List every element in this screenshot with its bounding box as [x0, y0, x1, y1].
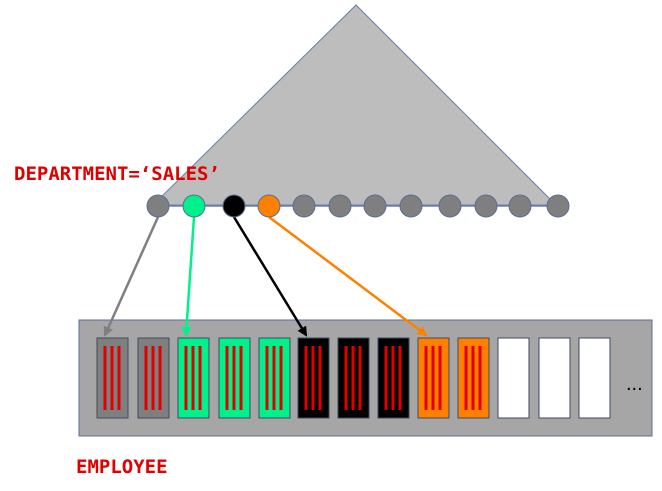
table-page-9 [417, 337, 450, 419]
table-page-8 [377, 337, 410, 419]
pointer-arrow-gray [103, 216, 160, 337]
leaf-node-3 [222, 194, 246, 218]
leaf-node-7 [363, 194, 387, 218]
page-rect [578, 337, 611, 419]
leaf-node-10 [474, 194, 498, 218]
table-page-5 [258, 337, 291, 419]
table-page-7 [337, 337, 370, 419]
pointer-arrow-orange [268, 216, 428, 337]
predicate-label: DEPARTMENT=‘SALES’ [14, 163, 220, 185]
leaf-node-8 [399, 194, 423, 218]
pointer-arrow-green [181, 216, 196, 337]
more-pages-ellipsis: ... [626, 373, 643, 395]
page-rect [497, 337, 530, 419]
leaf-node-4 [257, 194, 281, 218]
leaf-node-9 [438, 194, 462, 218]
table-page-1 [96, 337, 129, 419]
leaf-node-1 [146, 194, 170, 218]
leaf-node-11 [508, 194, 532, 218]
table-page-13 [578, 337, 611, 419]
leaf-node-2 [182, 194, 206, 218]
table-page-11 [497, 337, 530, 419]
index-leaf-nodes [146, 194, 570, 218]
page-rect [538, 337, 571, 419]
table-label: EMPLOYEE [76, 456, 168, 478]
table-page-4 [218, 337, 251, 419]
leaf-node-12 [546, 194, 570, 218]
table-page-2 [137, 337, 170, 419]
table-page-6 [297, 337, 330, 419]
leaf-node-5 [292, 194, 316, 218]
pointer-arrow-black [232, 216, 308, 337]
index-tree-triangle [151, 4, 558, 206]
table-page-3 [177, 337, 210, 419]
table-page-12 [538, 337, 571, 419]
index-pointers [103, 216, 428, 337]
table-page-10 [457, 337, 490, 419]
table-pages [96, 337, 611, 419]
leaf-node-6 [328, 194, 352, 218]
